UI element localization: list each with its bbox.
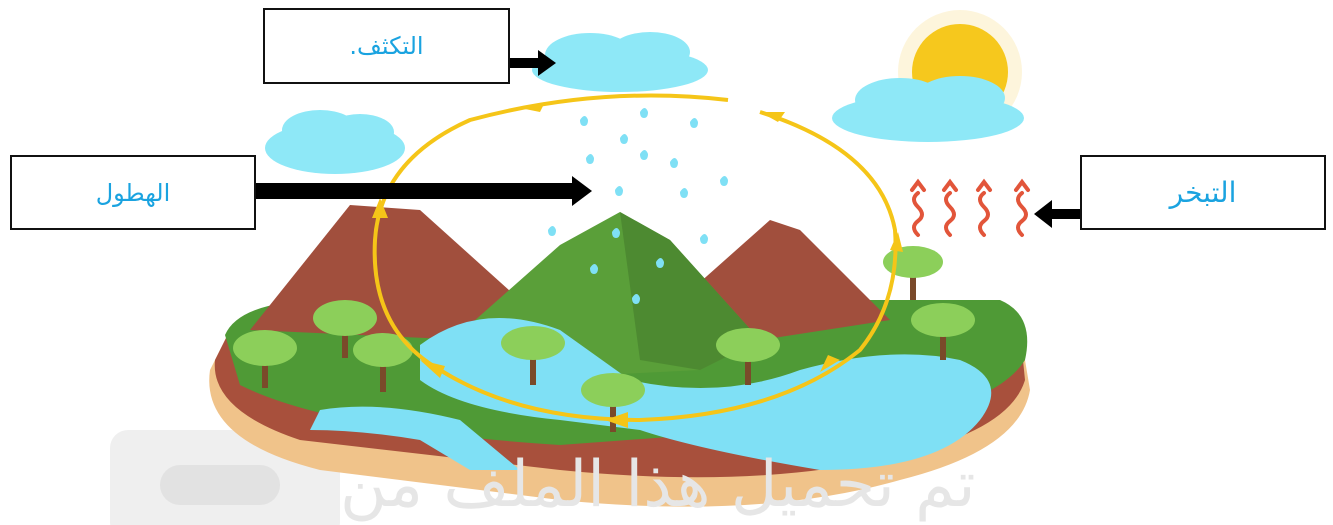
cloud-left-icon <box>265 110 405 174</box>
condensation-label-box: التكثف. <box>263 8 510 84</box>
cloud-top-icon <box>532 32 708 92</box>
evaporation-label-box: التبخر <box>1080 155 1326 230</box>
evaporation-waves <box>912 182 1028 235</box>
cloud-right-icon <box>832 76 1024 142</box>
precipitation-label: الهطول <box>96 179 171 207</box>
precipitation-label-box: الهطول <box>10 155 256 230</box>
evaporation-label: التبخر <box>1170 176 1237 209</box>
arrow-evaporation <box>1034 200 1080 228</box>
arrow-precipitation <box>256 176 592 206</box>
condensation-label: التكثف. <box>349 32 423 60</box>
watermark-text: تم تحميل هذا الملف من <box>340 448 976 522</box>
